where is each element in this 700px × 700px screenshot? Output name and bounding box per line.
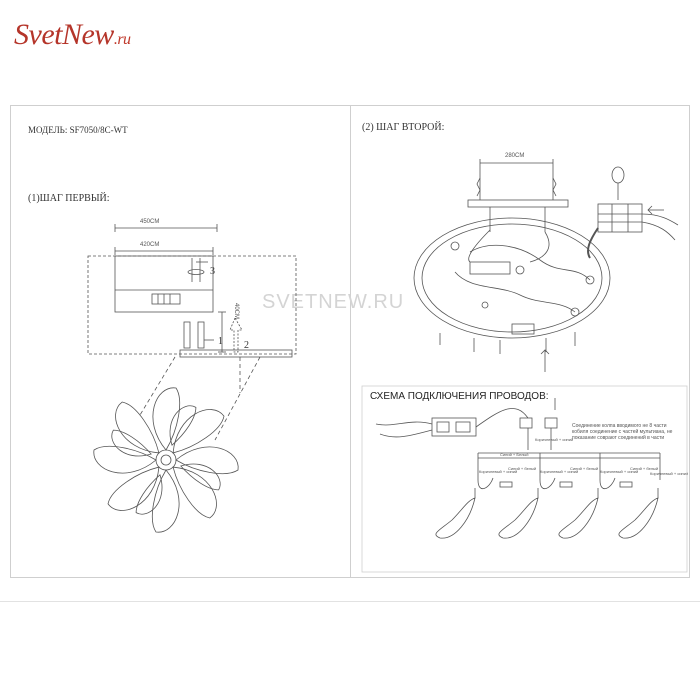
wiring-note-2: кобиля соединение с частей мультиана, не	[572, 429, 673, 435]
marker-3: 3	[210, 266, 215, 277]
sheet-divider	[350, 105, 351, 578]
step2-assembly-diagram	[413, 159, 679, 372]
logo-text: SvetNew	[14, 18, 114, 51]
wire-label-4: Синий + белый	[570, 466, 599, 471]
dim-top-label: 280CM	[505, 153, 525, 159]
bottom-rule	[0, 601, 700, 602]
watermark: SVETNEW.RU	[262, 291, 405, 313]
wiring-note-1: Соединение колпа вводимого не 8 части	[572, 423, 667, 429]
wiring-small-label-1: Синий + Белый	[500, 452, 529, 457]
step1-mount-diagram	[87, 224, 297, 441]
step1-title: (1)ШАГ ПЕРВЫЙ:	[28, 193, 110, 204]
wiring-small-label-2: Коричневый + синий	[535, 437, 574, 442]
marker-1: 1	[218, 336, 223, 347]
marker-2: 2	[244, 340, 249, 351]
wire-label-5: Коричневый + синий	[600, 469, 639, 474]
dim-outer-label: 450CM	[140, 219, 160, 225]
logo-suffix: .ru	[113, 31, 131, 48]
wire-label-6: Синий + белый	[630, 466, 659, 471]
wiring-scheme	[361, 385, 688, 573]
dim-inner-label: 420CM	[140, 242, 160, 248]
wiring-note-3: показание соврают соединений в части	[572, 435, 665, 441]
brand-logo: SvetNew.ru	[14, 18, 131, 52]
lamp-flower-shape	[93, 387, 239, 533]
wire-label-7: Коричневый + синий	[650, 471, 689, 476]
wire-label-2: Синий + белый	[508, 466, 537, 471]
step2-title: (2) ШАГ ВТОРОЙ:	[362, 122, 445, 133]
wire-label-3: Коричневый + синий	[540, 469, 579, 474]
model-label: МОДЕЛЬ: SF7050/8C-WT	[28, 125, 128, 135]
wire-label-1: Коричневый + синий	[479, 469, 518, 474]
wiring-title: СХЕМА ПОДКЛЮЧЕНИЯ ПРОВОДОВ:	[370, 391, 549, 402]
